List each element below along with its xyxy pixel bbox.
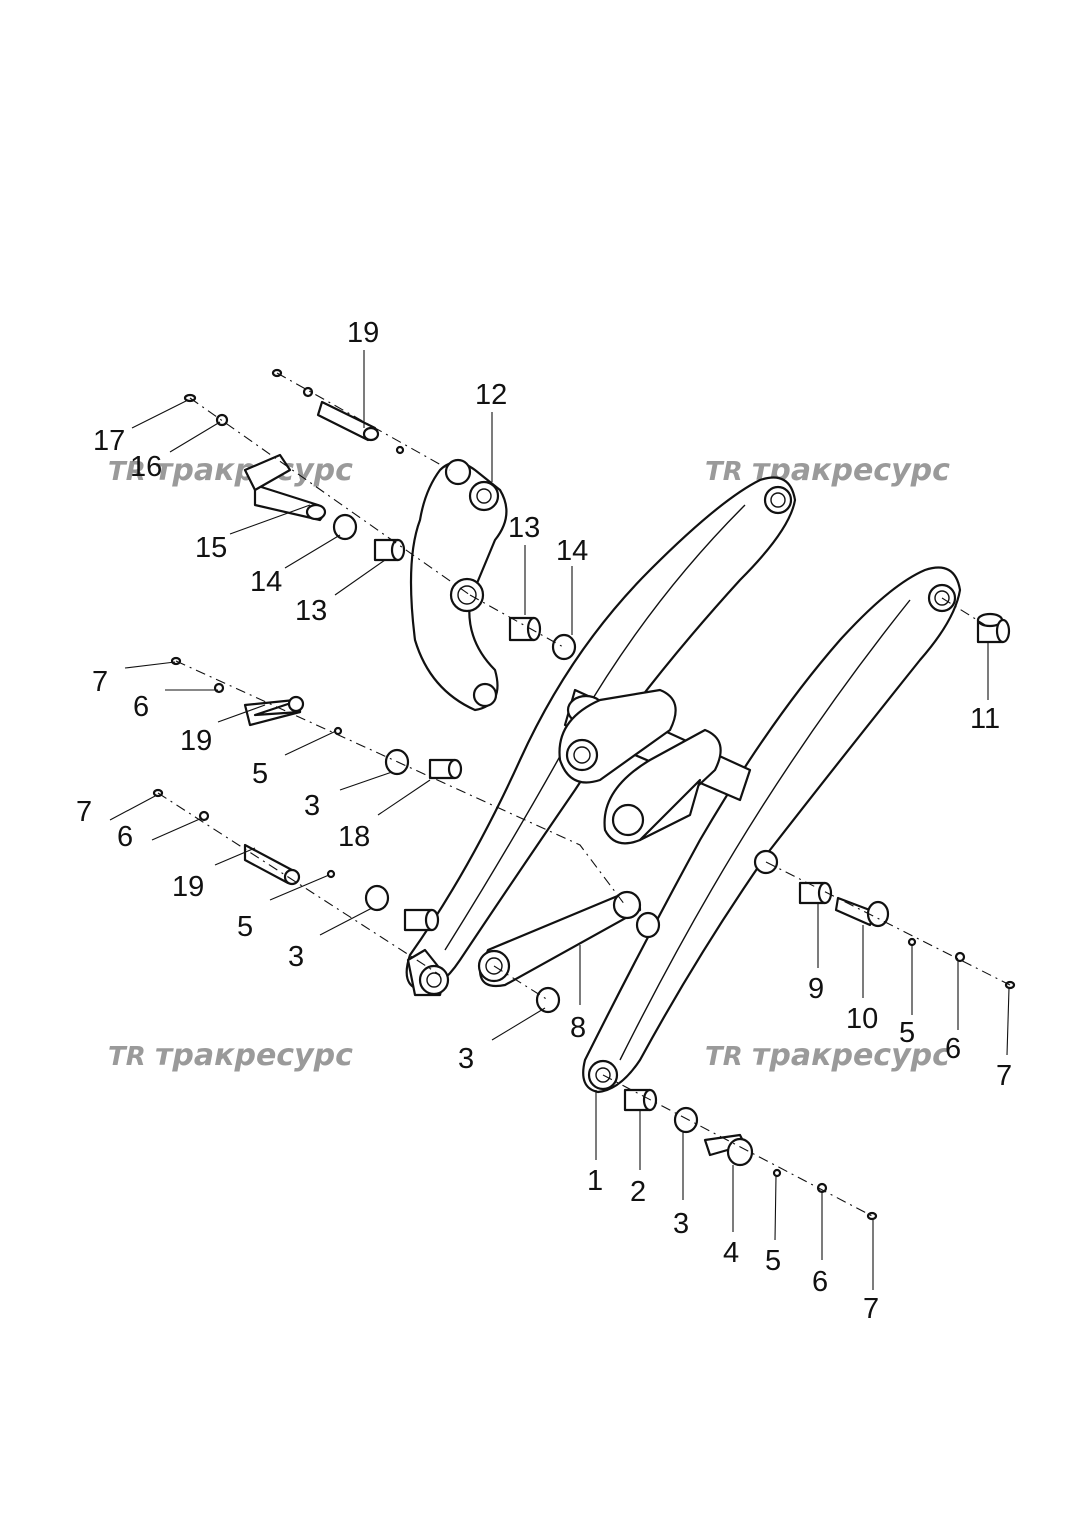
bushing-18	[428, 758, 463, 780]
callout-10: 10	[846, 1003, 878, 1035]
callout-12: 12	[475, 379, 507, 411]
pin-19-a	[243, 695, 305, 727]
callout-16: 16	[130, 451, 162, 483]
callout-7: 7	[996, 1060, 1012, 1092]
svg-text:TR: TR	[705, 1042, 743, 1072]
callout-3: 3	[288, 941, 304, 973]
callout-17: 17	[93, 425, 125, 457]
grease-nipple-top	[395, 445, 405, 455]
pin-19-top	[316, 400, 380, 442]
callout-6: 6	[945, 1033, 961, 1065]
bushing-13-right	[508, 616, 542, 642]
callout-7: 7	[92, 666, 108, 698]
callout-6: 6	[133, 691, 149, 723]
svg-text:тракресурс: тракресурс	[155, 1038, 353, 1073]
bushing-3-b	[403, 908, 440, 932]
callout-14: 14	[250, 566, 282, 598]
callout-15: 15	[195, 532, 227, 564]
callout-14: 14	[556, 535, 588, 567]
pin-19-b	[243, 843, 301, 886]
callout-13: 13	[295, 595, 327, 627]
callout-7: 7	[76, 796, 92, 828]
callout-1: 1	[587, 1165, 603, 1197]
watermark-bottom-right: TR тракресурс	[705, 1038, 950, 1073]
svg-text:TR: TR	[108, 457, 146, 487]
bucket-pivot-left	[406, 948, 450, 997]
washer-6-a	[213, 682, 225, 694]
o-ring-3-b	[364, 884, 390, 912]
callout-3: 3	[458, 1043, 474, 1075]
pin-4	[703, 1133, 754, 1167]
o-ring-14-left	[332, 513, 358, 541]
svg-text:TR: TR	[108, 1042, 146, 1072]
bushing-2	[623, 1088, 658, 1112]
callout-labels: 19 12 17 16 15 14 13 13 14 7 6 19 5 3 18…	[76, 317, 1012, 1325]
callout-19: 19	[347, 317, 379, 349]
bushing-9	[798, 881, 833, 905]
tilt-link	[477, 890, 642, 988]
callout-5: 5	[899, 1017, 915, 1049]
pin-15	[243, 453, 327, 522]
grease-nipple-5-b	[326, 869, 336, 879]
assembly-axes	[157, 372, 1011, 1217]
callout-4: 4	[723, 1237, 739, 1269]
callout-3: 3	[304, 790, 320, 822]
o-ring-link	[635, 911, 661, 939]
o-ring-3-c	[535, 986, 561, 1014]
leader-lines	[109, 350, 1010, 1290]
o-ring-3-d	[673, 1106, 699, 1134]
grease-nipple-5-r	[907, 937, 917, 947]
callout-18: 18	[338, 821, 370, 853]
watermark-bottom-left: TR тракресурс	[108, 1038, 353, 1073]
callout-11: 11	[970, 703, 1000, 735]
callout-5: 5	[252, 758, 268, 790]
lift-arm-right	[582, 566, 962, 1094]
svg-text:TR: TR	[705, 457, 743, 487]
bolt-7-d	[866, 1211, 878, 1221]
callout-5: 5	[765, 1245, 781, 1277]
bellcrank-lever	[409, 458, 508, 712]
callout-5: 5	[237, 911, 253, 943]
washer-top	[302, 386, 314, 398]
bushing-13-left	[373, 538, 406, 562]
bushing-11	[976, 612, 1011, 644]
grease-nipple-5-d	[772, 1168, 782, 1178]
callout-3: 3	[673, 1208, 689, 1240]
watermark-top-right: TR тракресурс	[705, 453, 950, 488]
svg-text:тракресурс: тракресурс	[752, 1038, 950, 1073]
callout-19: 19	[172, 871, 204, 903]
callout-19: 19	[180, 725, 212, 757]
callout-8: 8	[570, 1012, 586, 1044]
washer-6-r	[954, 951, 966, 963]
callout-6: 6	[117, 821, 133, 853]
pin-10	[834, 896, 890, 928]
lever-bracket	[558, 688, 722, 845]
callout-6: 6	[812, 1266, 828, 1298]
o-ring-14-right	[551, 633, 577, 661]
callout-7: 7	[863, 1293, 879, 1325]
callout-2: 2	[630, 1176, 646, 1208]
callout-9: 9	[808, 973, 824, 1005]
callout-13: 13	[508, 512, 540, 544]
